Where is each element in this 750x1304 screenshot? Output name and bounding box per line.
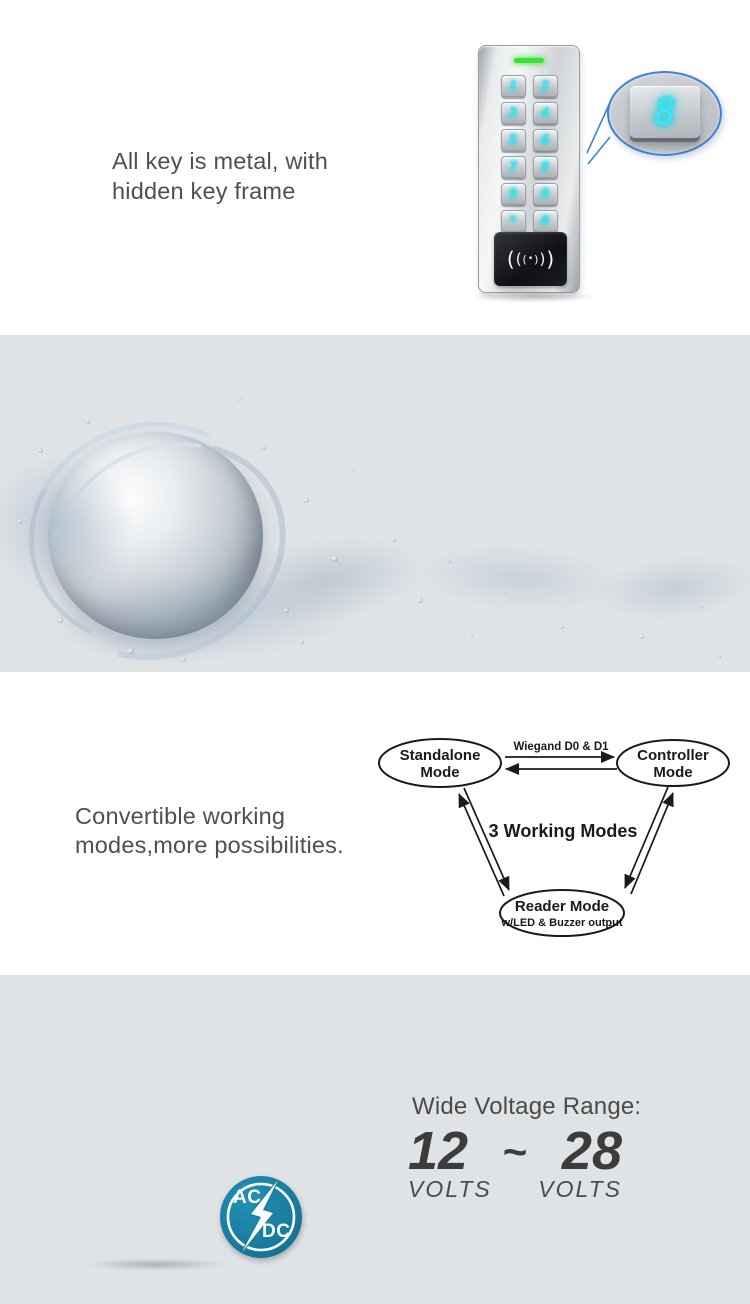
- badge-dc-label: DC: [262, 1221, 291, 1242]
- node-standalone-label: Standalone: [400, 747, 481, 764]
- water-droplet: [718, 655, 721, 658]
- node-controller-label: Controller: [637, 747, 709, 764]
- water-droplet: [352, 468, 355, 471]
- node-reader: [499, 889, 625, 937]
- water-droplet: [86, 420, 90, 424]
- section-working-modes: Convertible working modes,more possibili…: [0, 672, 750, 975]
- water-droplet: [448, 560, 451, 563]
- key-7: 7: [500, 156, 526, 178]
- node-controller-label2: Mode: [653, 764, 692, 781]
- water-droplet: [640, 635, 644, 639]
- voltage-tilde: ~: [502, 1128, 528, 1175]
- led-indicator: [514, 58, 544, 63]
- key-8: 8: [532, 156, 558, 178]
- key-6: 6: [532, 129, 558, 151]
- water-droplet: [90, 575, 93, 578]
- badge-ac-label: AC: [233, 1187, 262, 1208]
- key-5: 5: [500, 129, 526, 151]
- diagram-title: 3 Working Modes: [489, 821, 638, 841]
- voltage-numbers: 12 ~ 28: [408, 1121, 622, 1181]
- magnified-key-glyph: 8: [653, 90, 677, 134]
- water-droplet: [332, 556, 338, 562]
- device-shadow: [86, 1258, 226, 1271]
- volts-label-min: VOLTS: [408, 1176, 492, 1202]
- water-droplet: [262, 446, 266, 450]
- voltage-units: VOLTS VOLTS: [408, 1176, 622, 1203]
- water-droplet: [284, 608, 289, 613]
- voltage-min: 12: [408, 1121, 469, 1181]
- water-droplet: [18, 520, 22, 524]
- node-reader-sublabel: w/LED & Buzzer output: [501, 917, 623, 929]
- key-1: 1: [500, 75, 526, 97]
- water-streak: [415, 538, 621, 618]
- voltage-max: 28: [561, 1121, 622, 1181]
- voltage-range: 12 ~ 28 VOLTS VOLTS: [408, 1121, 622, 1203]
- water-droplet: [505, 590, 508, 593]
- key-0: 0: [532, 183, 558, 205]
- voltage-headline: Wide Voltage Range:: [412, 1093, 642, 1120]
- metal-keys-headline: All key is metal, with hidden key frame: [112, 146, 328, 206]
- rfid-reader: (((•))): [494, 232, 567, 286]
- node-reader-label: Reader Mode: [515, 898, 609, 915]
- section-metal-keys: All key is metal, with hidden key frame …: [0, 0, 750, 335]
- node-standalone: [378, 738, 502, 788]
- water-droplet: [128, 648, 134, 654]
- volts-label-max: VOLTS: [538, 1176, 622, 1202]
- key-3: 3: [500, 102, 526, 124]
- node-controller: [616, 739, 730, 787]
- magnified-key: 8: [630, 86, 700, 138]
- headline-line2: modes,more possibilities.: [75, 832, 344, 858]
- water-droplet: [300, 640, 304, 644]
- water-droplet: [700, 605, 703, 608]
- modes-headline: Convertible working modes,more possibili…: [75, 802, 344, 860]
- headline-line1: Convertible working: [75, 803, 286, 829]
- device-shadow: [468, 290, 598, 303]
- magnifier-ellipse: 8: [607, 71, 722, 156]
- water-droplet: [470, 635, 473, 638]
- key-2: 2: [532, 75, 558, 97]
- acdc-badge: AC DC: [220, 1176, 302, 1258]
- key-9: 9: [500, 183, 526, 205]
- water-droplet: [304, 498, 309, 503]
- water-splash: [0, 335, 750, 702]
- key-4: 4: [532, 102, 558, 124]
- node-standalone-label2: Mode: [420, 764, 459, 781]
- water-droplet: [182, 658, 186, 662]
- headline-line1: All key is metal, with: [112, 148, 328, 174]
- water-droplet: [58, 618, 63, 623]
- water-droplet: [560, 625, 564, 629]
- water-droplet: [418, 598, 423, 603]
- key-*: *: [500, 210, 526, 232]
- water-droplet: [392, 538, 396, 542]
- water-droplet: [38, 448, 43, 453]
- headline-line2: hidden key frame: [112, 178, 296, 204]
- edge-wiegand-label: Wiegand D0 & D1: [513, 741, 609, 753]
- water-droplet: [238, 398, 241, 401]
- lightning-bolt-icon: [226, 1179, 296, 1253]
- water-streak: [0, 453, 136, 598]
- rfid-wave-icon: (((•))): [506, 247, 555, 271]
- working-modes-diagram: Wiegand D0 & D1 Standalone Mode Controll…: [378, 738, 730, 937]
- key-#: #: [532, 210, 558, 232]
